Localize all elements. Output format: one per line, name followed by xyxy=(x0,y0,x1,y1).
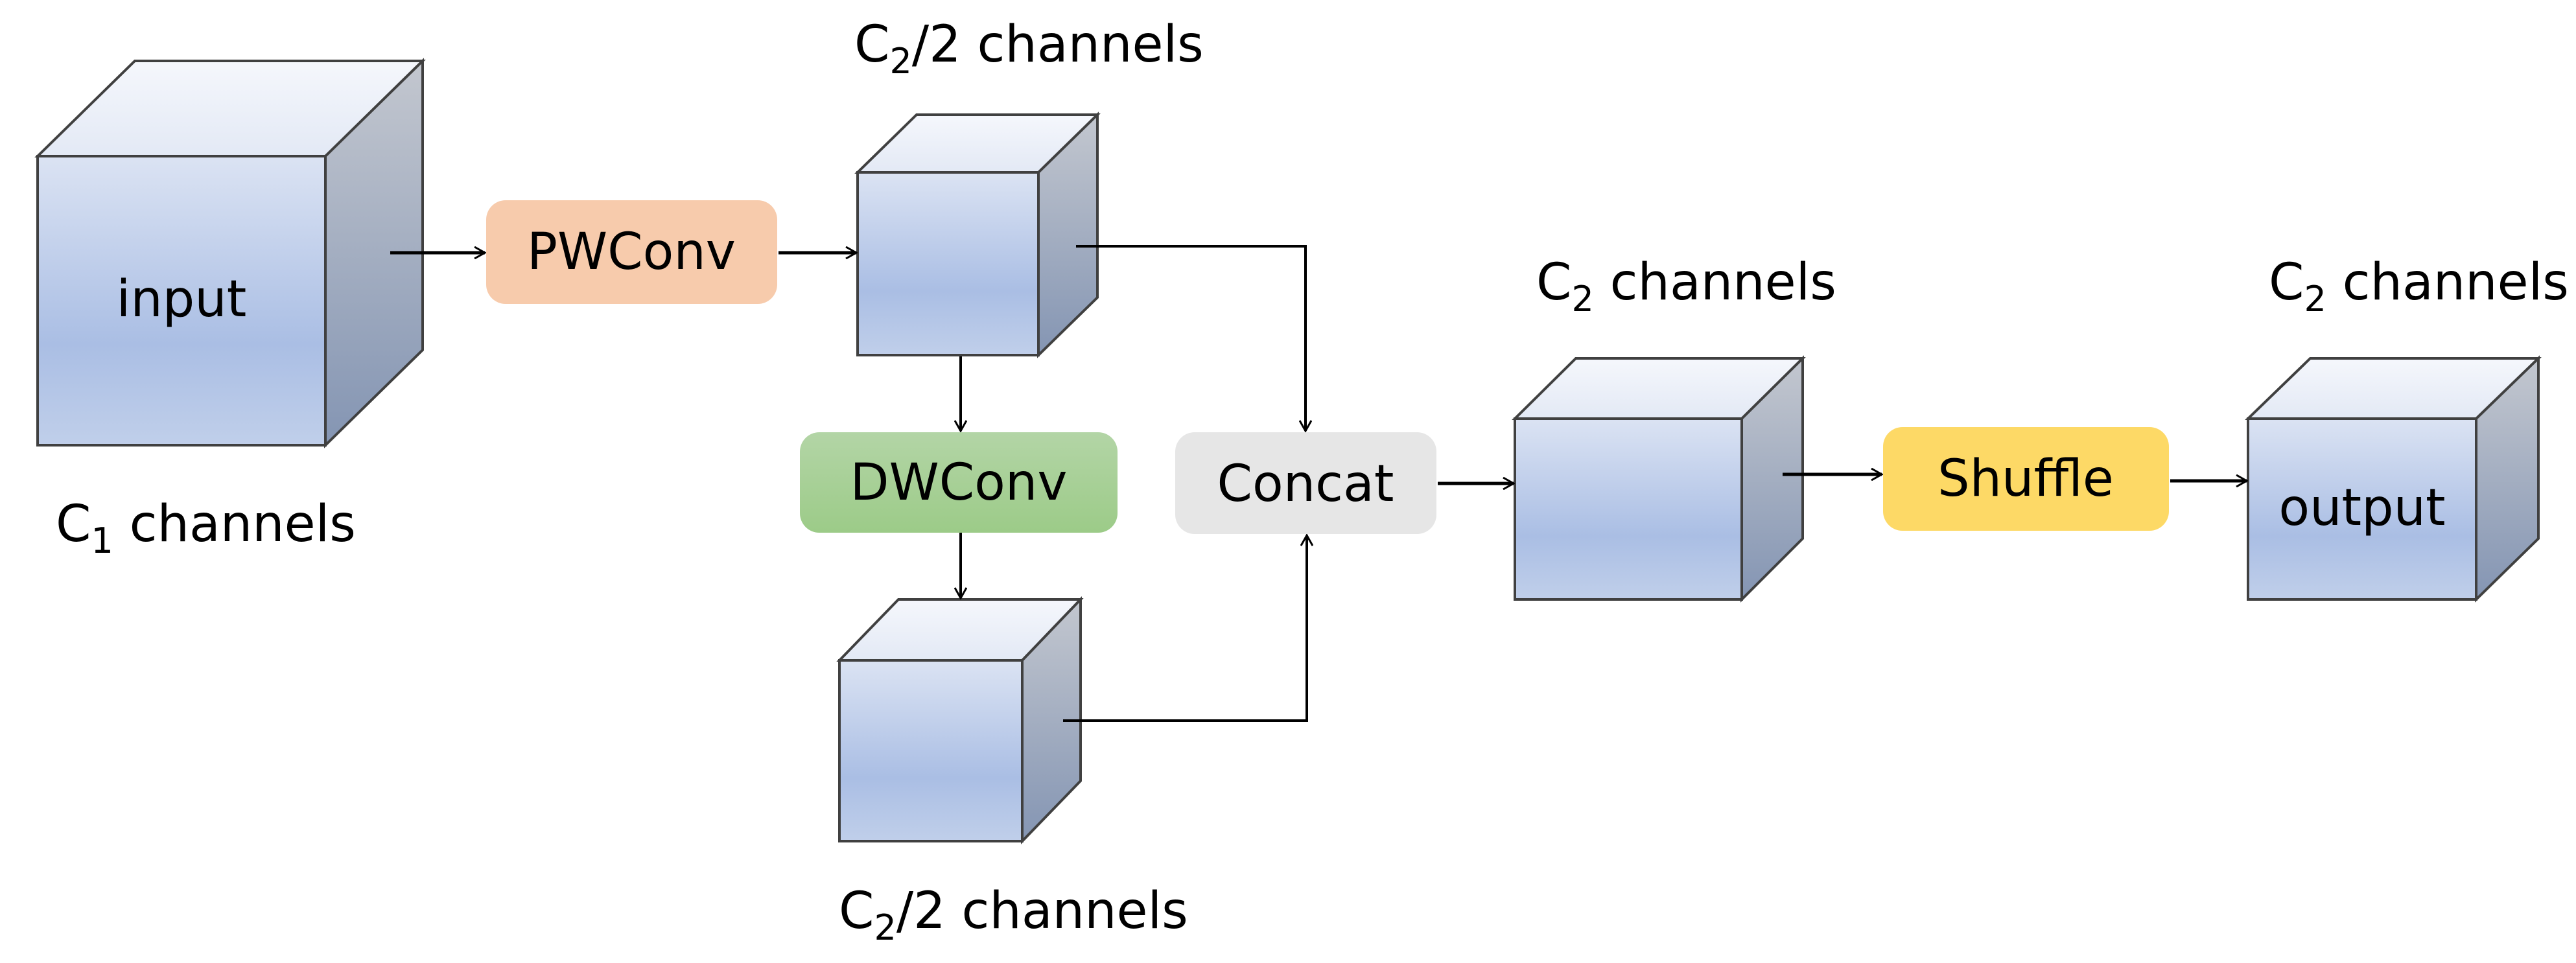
cube-input: input xyxy=(34,58,426,448)
cube-concat-out xyxy=(1512,355,1806,603)
cube-text: input xyxy=(117,270,247,329)
cube-split-bottom xyxy=(836,596,1084,844)
cube-front-face xyxy=(2247,417,2477,601)
op-box xyxy=(1175,432,1436,534)
label-split-top-channels: C2/2 channels xyxy=(854,16,1204,82)
op-box xyxy=(486,200,777,304)
op-shuffle: Shuffle xyxy=(1883,427,2169,531)
op-box xyxy=(800,432,1118,533)
cube-output: output xyxy=(2245,355,2542,603)
label-split-bottom-channels: C2/2 channels xyxy=(839,882,1188,948)
cube-text: output xyxy=(2278,479,2445,537)
arrow-split-bottom-to-concat xyxy=(1063,535,1307,722)
op-label: Concat xyxy=(1217,455,1394,513)
cube-split-top xyxy=(854,111,1101,358)
label-output-channels: C2 channels xyxy=(2269,253,2569,319)
op-concat: Concat xyxy=(1175,432,1436,534)
cube-front-face xyxy=(1514,417,1743,601)
op-label: DWConv xyxy=(850,454,1068,512)
label-input-channels: C1 channels xyxy=(56,495,356,561)
label-concat-out-channels: C2 channels xyxy=(1536,253,1836,319)
cube-front-face xyxy=(838,659,1024,842)
connectors xyxy=(390,245,2247,722)
op-label: Shuffle xyxy=(1938,450,2114,508)
op-box xyxy=(1883,427,2169,531)
op-label: PWConv xyxy=(527,223,736,281)
cube-front-face xyxy=(36,155,327,447)
op-dwconv: DWConv xyxy=(800,432,1118,533)
op-pwconv: PWConv xyxy=(486,200,777,304)
cube-front-face xyxy=(856,171,1040,356)
arrow-split-top-to-concat xyxy=(1076,245,1306,431)
